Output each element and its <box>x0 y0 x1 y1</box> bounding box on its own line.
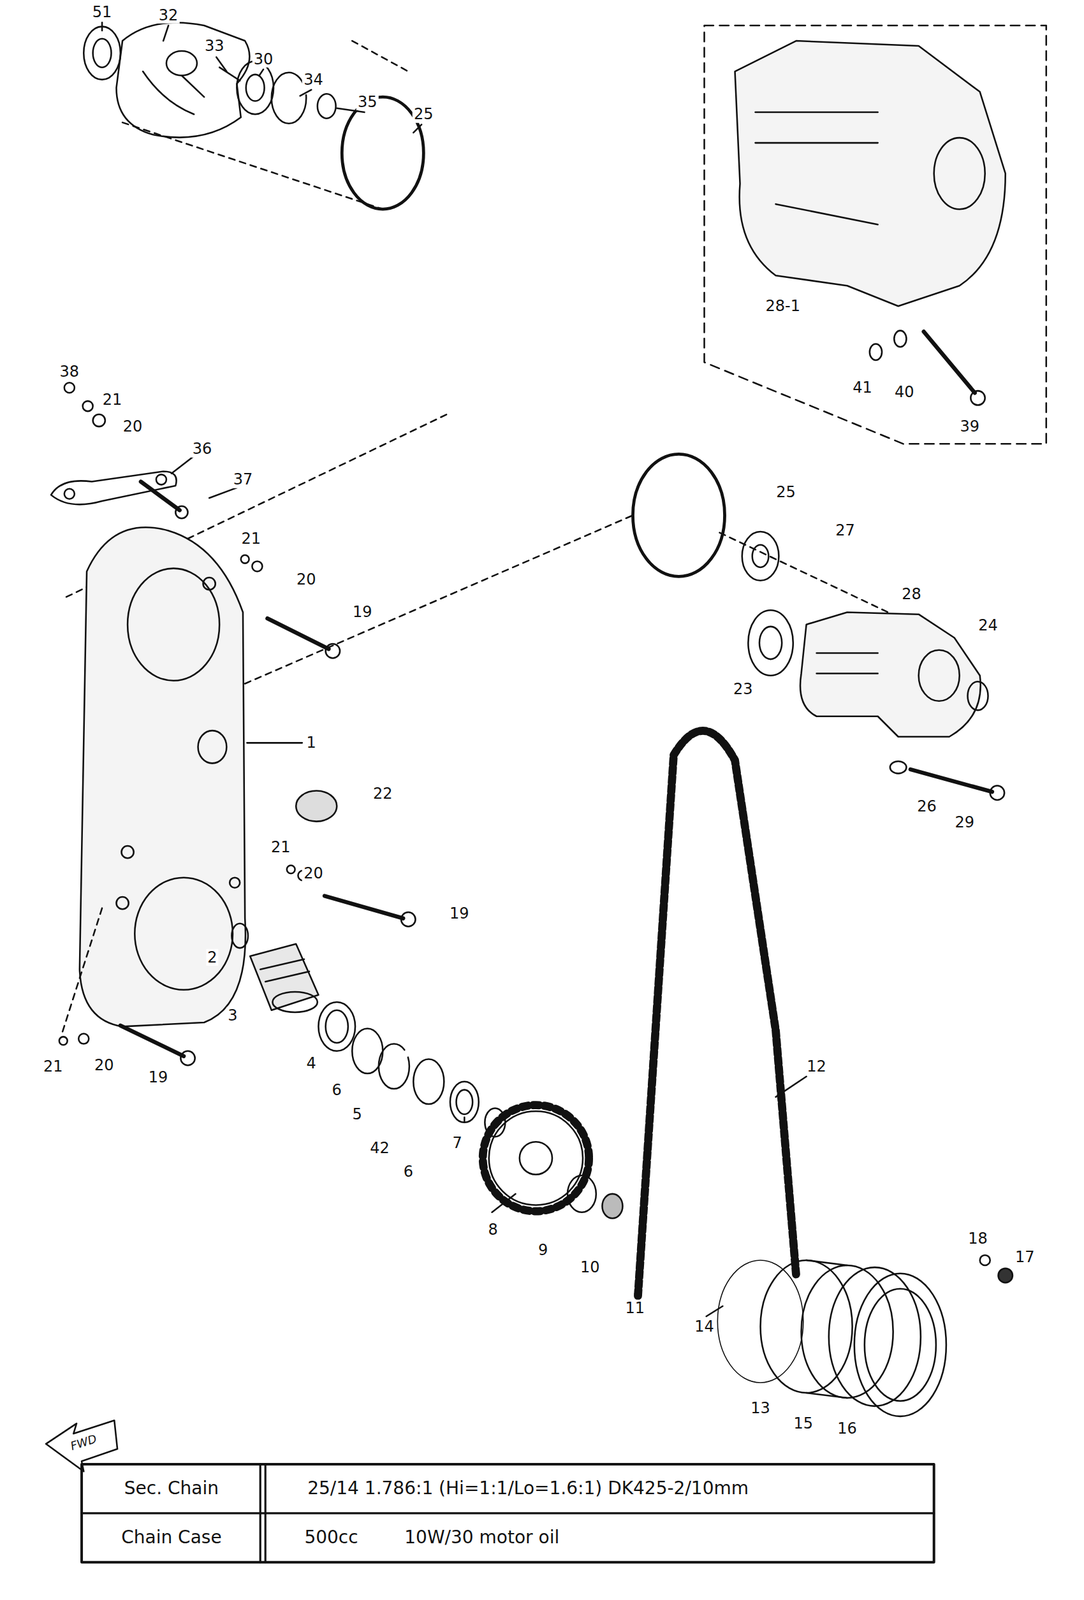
callout-number: 8 <box>487 1221 500 1239</box>
callout-number: 17 <box>1013 1249 1037 1266</box>
callout-number: 23 <box>732 680 755 697</box>
callout-number: 19 <box>147 1069 170 1086</box>
callout-number: 13 <box>749 1400 772 1417</box>
callout-number: 36 <box>191 440 214 458</box>
callout-number: 32 <box>157 7 180 24</box>
callout-number: 39 <box>958 418 981 435</box>
callout-number: 22 <box>371 785 395 803</box>
callout-number: 18 <box>966 1230 989 1248</box>
callout-number: 40 <box>893 383 916 400</box>
callout-number: 9 <box>536 1242 550 1259</box>
callout-number: 25 <box>774 483 798 500</box>
callout-number: 38 <box>58 362 81 380</box>
callout-number: 12 <box>805 1058 828 1076</box>
callout-number: 21 <box>101 391 124 409</box>
table-cell: Sec. Chain <box>123 1479 220 1500</box>
table-cell: 10W/30 motor oil <box>402 1528 561 1549</box>
table-cell: 25/14 1.786:1 (Hi=1:1/Lo=1.6:1) DK425-2/… <box>306 1479 750 1500</box>
callout-number: 26 <box>915 797 938 815</box>
callout-number: 51 <box>91 3 114 21</box>
callout-number: 20 <box>295 571 318 588</box>
direction-label: FWD <box>67 1432 100 1454</box>
callout-number: 21 <box>42 1058 65 1076</box>
callout-number: 3 <box>226 1007 239 1025</box>
callout-number: 30 <box>252 51 275 68</box>
table-cell: Chain Case <box>119 1528 223 1549</box>
callout-number: 27 <box>834 522 857 539</box>
callout-number: 19 <box>448 904 471 922</box>
table-cell: 500cc <box>302 1528 359 1549</box>
callout-number: 25 <box>412 105 435 123</box>
callout-number: 37 <box>232 471 255 488</box>
callout-number: 19 <box>351 603 374 621</box>
callout-number: 16 <box>835 1420 859 1438</box>
callout-number: 7 <box>450 1135 463 1152</box>
callout-number: 20 <box>121 418 145 435</box>
callout-number: 35 <box>356 93 379 111</box>
callout-number: 29 <box>953 814 976 831</box>
callout-number: 21 <box>240 530 263 548</box>
callout-number: 28 <box>900 585 923 602</box>
callout-number: 42 <box>368 1140 391 1157</box>
callout-number: 6 <box>402 1163 415 1180</box>
callout-number: 2 <box>205 948 219 966</box>
callout-number: 20 <box>93 1057 116 1074</box>
callout-number: 20 <box>302 865 325 882</box>
callout-number: 21 <box>269 838 293 856</box>
callout-number: 34 <box>302 71 325 88</box>
callout-number: 10 <box>578 1259 602 1276</box>
callout-number: 1 <box>305 734 318 752</box>
callout-number: 41 <box>851 379 874 396</box>
callout-number: 15 <box>792 1415 815 1433</box>
callout-number: 11 <box>623 1300 646 1317</box>
callout-number: 5 <box>351 1106 364 1123</box>
callout-number: 4 <box>305 1055 318 1072</box>
callout-number: 28-1 <box>764 297 802 315</box>
callout-number: 6 <box>330 1081 344 1099</box>
callout-number: 24 <box>976 617 1000 634</box>
callout-number: 14 <box>693 1318 716 1336</box>
callout-number: 33 <box>203 37 226 55</box>
